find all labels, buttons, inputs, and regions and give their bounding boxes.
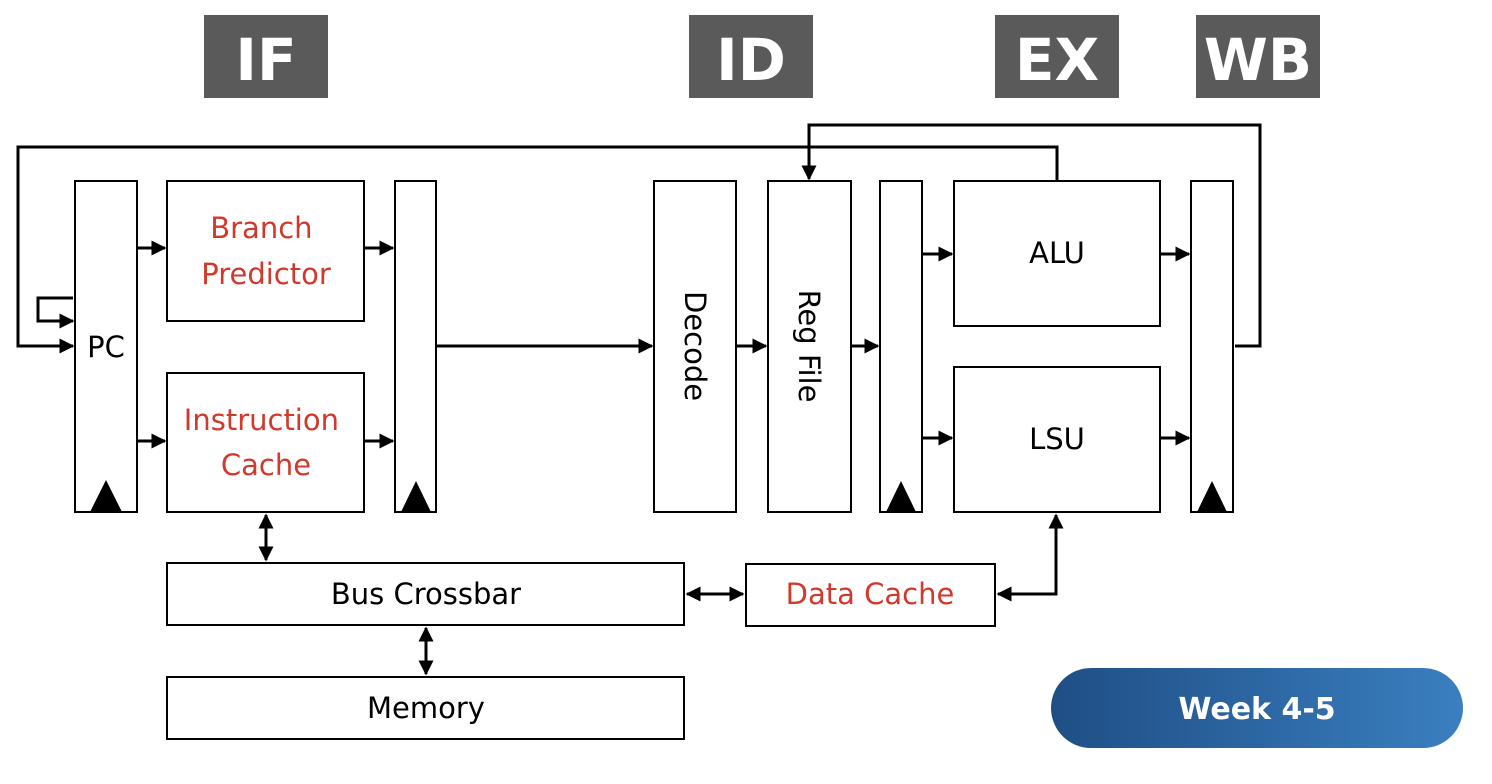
stage-id-header: ID: [689, 15, 813, 98]
branch-predictor-label-line2: Predictor: [201, 257, 331, 291]
decode-label: Decode: [678, 291, 712, 401]
memory-label: Memory: [367, 691, 485, 725]
stage-ex-label: EX: [1015, 26, 1099, 94]
data-cache-label: Data Cache: [786, 577, 955, 611]
stage-id-label: ID: [716, 26, 786, 94]
pc-self-loop-wire: [36, 296, 75, 329]
id-ex-pipeline-register: [879, 180, 923, 513]
alu-block: ALU: [953, 180, 1161, 327]
stage-wb-header: WB: [1196, 15, 1320, 98]
pc-clock-triangle: [90, 480, 122, 512]
pc-register: PC: [74, 180, 138, 513]
alu-to-pc-feedback-wire: [16, 145, 1059, 354]
svg-text:Branch Predictor: Branch Predictor: [201, 211, 331, 291]
ex-wb-pipeline-register: [1190, 180, 1234, 513]
instruction-cache-block: Instruction Cache: [166, 372, 365, 513]
lsu-block: LSU: [953, 366, 1161, 513]
bus-crossbar-label: Bus Crossbar: [331, 577, 521, 611]
stage-wb-label: WB: [1204, 26, 1312, 94]
decode-block: Decode: [653, 180, 737, 513]
lsu-label: LSU: [1029, 422, 1085, 456]
reg-file-label: Reg File: [792, 290, 826, 403]
week-badge: Week 4-5: [1051, 668, 1463, 748]
instruction-cache-label-line1: Instruction: [184, 403, 339, 437]
pc-label: PC: [87, 330, 125, 364]
writeback-to-regfile-wire: [801, 123, 1262, 348]
if-id-clock-triangle: [401, 481, 431, 512]
svg-text:Instruction Cache: Instruction Cache: [184, 403, 348, 482]
branch-predictor-label-line1: Branch: [210, 211, 312, 245]
stage-if-label: IF: [235, 26, 296, 94]
id-ex-clock-triangle: [886, 481, 916, 512]
branch-predictor-block: Branch Predictor: [166, 180, 365, 322]
instruction-cache-label-line2: Cache: [221, 448, 311, 482]
week-badge-label: Week 4-5: [1178, 692, 1335, 727]
lsu-data-cache-arrow: [996, 513, 1064, 602]
data-cache-block: Data Cache: [745, 563, 996, 627]
memory-block: Memory: [166, 676, 685, 740]
ex-wb-clock-triangle: [1197, 481, 1227, 512]
bus-crossbar-block: Bus Crossbar: [166, 562, 685, 626]
alu-label: ALU: [1029, 236, 1085, 270]
stage-if-header: IF: [204, 15, 328, 98]
reg-file-block: Reg File: [767, 180, 852, 513]
if-id-pipeline-register: [394, 180, 437, 513]
stage-ex-header: EX: [995, 15, 1119, 98]
